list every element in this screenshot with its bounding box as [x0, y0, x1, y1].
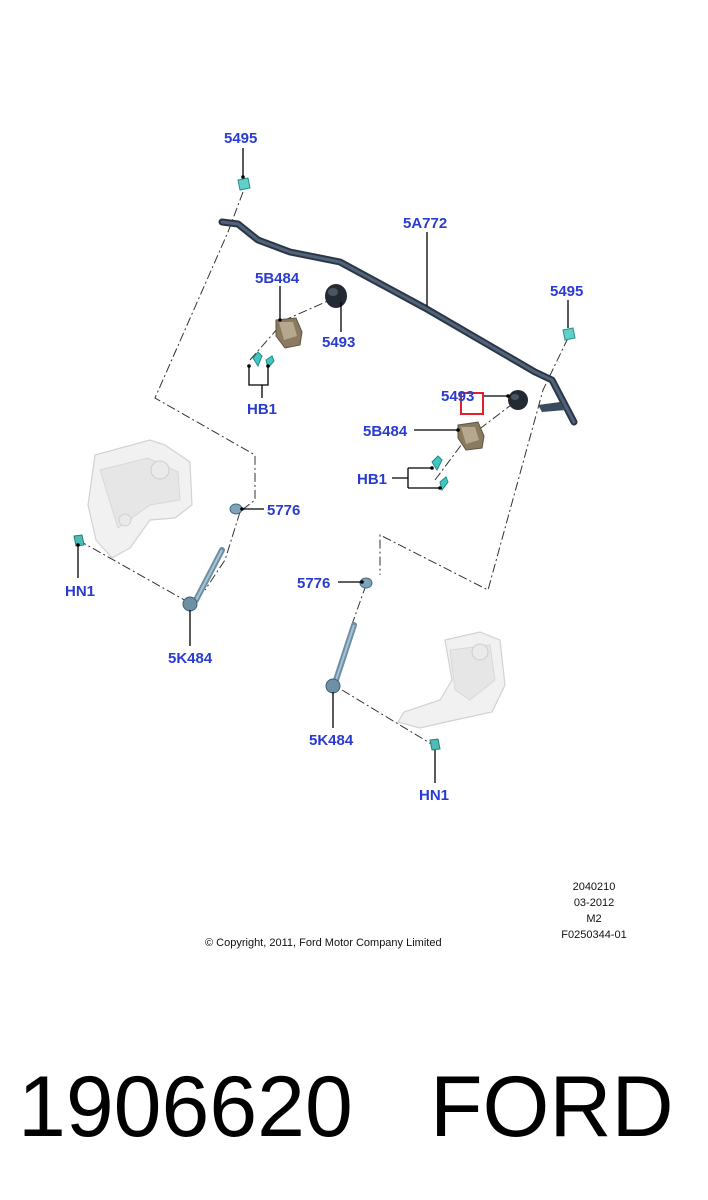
upper-left-bolts — [252, 351, 275, 370]
drawing-info-line-2: 03-2012 — [574, 897, 614, 909]
callout-5776-left[interactable]: 5776 — [267, 502, 300, 519]
callout-5776-right[interactable]: 5776 — [297, 575, 330, 592]
drawing-info-line-1: 2040210 — [573, 881, 616, 893]
callout-5k484-right[interactable]: 5K484 — [309, 732, 354, 749]
left-stabilizer-link — [182, 547, 225, 612]
upper-left-bracket — [275, 317, 303, 349]
left-link-bushing — [229, 503, 243, 515]
left-link-nut — [73, 534, 85, 547]
drawing-info-line-4: F0250344-01 — [561, 929, 626, 941]
right-top-nut — [562, 327, 576, 341]
right-stabilizer-link — [325, 622, 357, 694]
lower-right-bushing — [508, 390, 528, 410]
highlight-box — [460, 392, 484, 415]
part-number: 1906620 — [18, 1059, 353, 1155]
callout-hn1-right[interactable]: HN1 — [419, 787, 449, 804]
callout-5495-right[interactable]: 5495 — [550, 283, 583, 300]
stabilizer-bar — [218, 218, 578, 426]
callout-hb1-upper[interactable]: HB1 — [247, 401, 277, 418]
drawing-info-line-3: M2 — [586, 913, 601, 925]
right-knuckle — [397, 631, 506, 729]
brand-name: FORD — [430, 1059, 674, 1155]
callout-5493-upper[interactable]: 5493 — [322, 334, 355, 351]
callout-hb1-lower[interactable]: HB1 — [357, 471, 387, 488]
lower-right-bracket — [457, 421, 485, 451]
left-knuckle — [87, 439, 193, 559]
callout-5495-left[interactable]: 5495 — [224, 130, 257, 147]
callout-5k484-left[interactable]: 5K484 — [168, 650, 213, 667]
drawing-info: 2040210 03-2012 M2 F0250344-01 — [561, 881, 626, 941]
left-top-nut — [237, 177, 251, 191]
copyright-notice: © Copyright, 2011, Ford Motor Company Li… — [205, 937, 442, 949]
callout-5a772[interactable]: 5A772 — [403, 215, 447, 232]
callout-hn1-left[interactable]: HN1 — [65, 583, 95, 600]
right-link-bushing — [359, 577, 373, 589]
callout-5b484-upper[interactable]: 5B484 — [255, 270, 300, 287]
callout-5b484-lower[interactable]: 5B484 — [363, 423, 408, 440]
right-link-nut — [429, 738, 441, 751]
upper-left-bushing — [325, 284, 347, 308]
leader-lines — [76, 148, 569, 783]
callout-5493-lower[interactable]: 5493 — [441, 388, 474, 405]
